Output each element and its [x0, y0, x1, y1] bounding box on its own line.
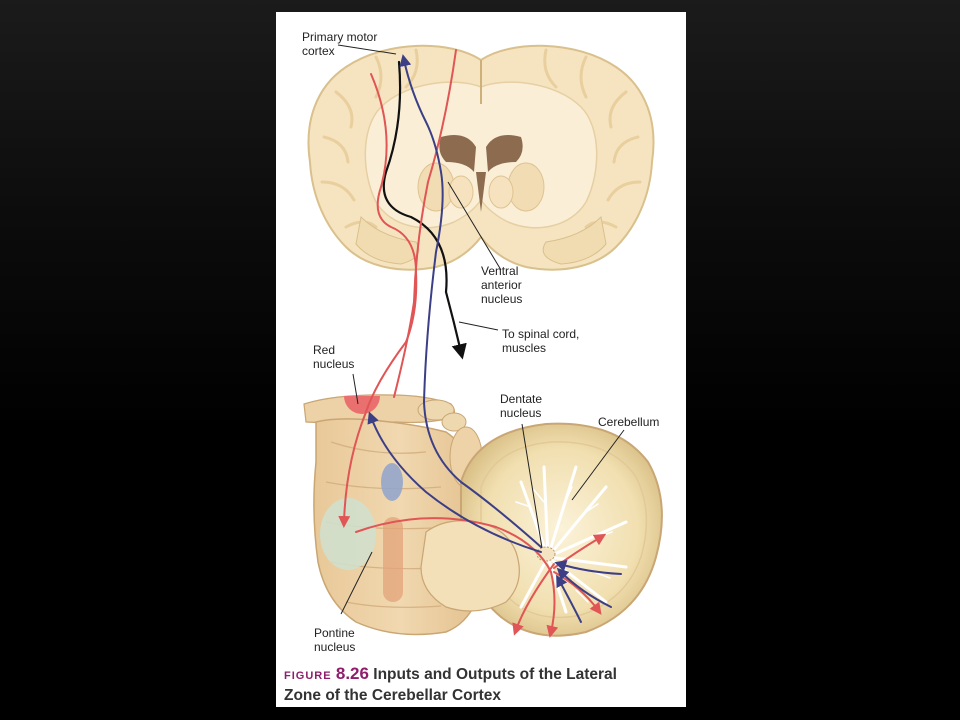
label-red-nucleus: Red nucleus	[313, 343, 355, 371]
neural-pathway-diagram	[303, 44, 663, 638]
caption-figure-word: FIGURE	[284, 670, 332, 682]
pathways	[338, 49, 622, 638]
caption-title-line1: Inputs and Outputs of the Lateral	[373, 666, 617, 683]
label-ventral-anterior-nucleus: Ventral anterior nucleus	[481, 264, 523, 306]
coronal-brain-section	[307, 44, 655, 271]
caption-figure-number: 8.26	[335, 664, 369, 683]
label-cerebellum: Cerebellum	[598, 415, 660, 429]
leader-lines	[337, 44, 625, 615]
figure-panel: Primary motor cortex Ventral anterior nu…	[276, 12, 686, 707]
label-primary-motor-cortex: Primary motor cortex	[302, 30, 378, 58]
caption-title-line2: Zone of the Cerebellar Cortex	[284, 687, 502, 704]
label-pontine-nucleus: Pontine nucleus	[314, 626, 356, 654]
figure-caption: FIGURE 8.26 Inputs and Outputs of the La…	[284, 664, 684, 705]
label-to-spinal-cord: To spinal cord, muscles	[502, 327, 580, 355]
label-dentate-nucleus: Dentate nucleus	[500, 392, 543, 420]
